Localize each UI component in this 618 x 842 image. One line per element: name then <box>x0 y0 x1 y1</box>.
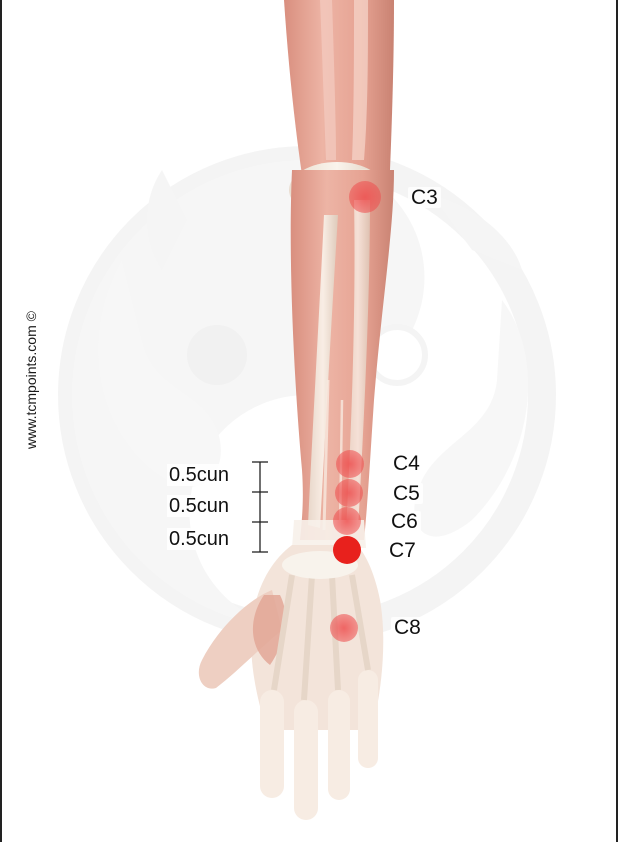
point-label-c3: C3 <box>408 187 441 208</box>
upper-arm <box>284 0 394 175</box>
site-watermark: www.tcmpoints.com © <box>23 311 39 449</box>
point-marker-c6[interactable] <box>333 507 361 535</box>
point-label-c8: C8 <box>391 617 424 638</box>
acupoint-markers <box>330 181 381 642</box>
point-label-c5: C5 <box>390 483 423 504</box>
index-finger <box>260 690 284 798</box>
point-marker-c3[interactable] <box>349 181 381 213</box>
hand <box>198 545 384 820</box>
point-label-c4: C4 <box>390 453 423 474</box>
point-marker-c8[interactable] <box>330 614 358 642</box>
little-finger <box>358 670 378 768</box>
distance-label-1: 0.5cun <box>167 464 232 486</box>
distance-bracket <box>252 461 268 553</box>
point-label-c6: C6 <box>388 511 421 532</box>
radius-bone <box>308 215 338 528</box>
point-marker-c7[interactable] <box>333 536 361 564</box>
distance-label-2: 0.5cun <box>167 495 232 517</box>
point-label-c7: C7 <box>386 540 419 561</box>
ulna-bone <box>346 200 370 530</box>
ring-finger <box>328 690 350 800</box>
point-marker-c5[interactable] <box>335 479 363 507</box>
middle-finger <box>294 700 318 820</box>
point-marker-c4[interactable] <box>336 450 364 478</box>
distance-label-3: 0.5cun <box>167 528 232 550</box>
